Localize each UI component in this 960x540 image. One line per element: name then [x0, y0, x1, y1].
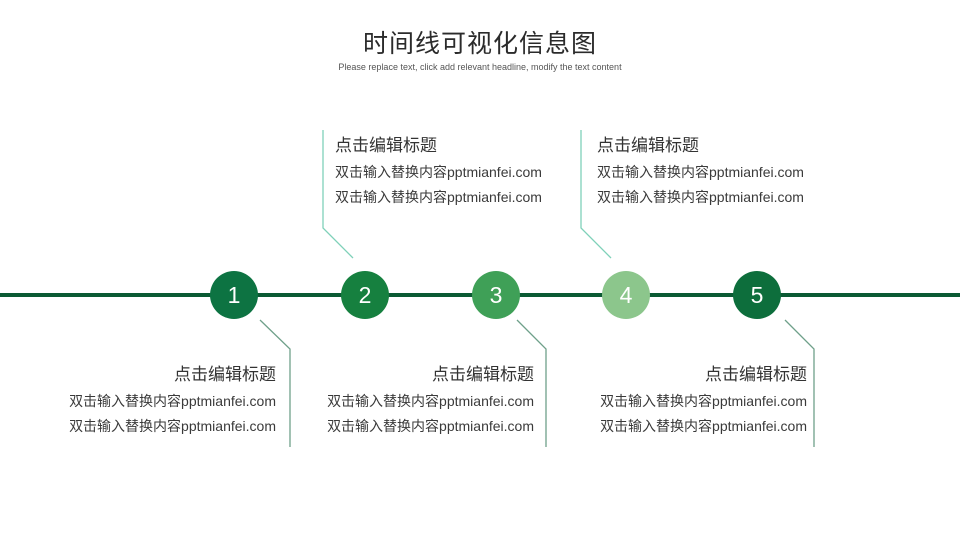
- connector-1: [259, 319, 291, 447]
- timeline-node-4[interactable]: 4: [602, 271, 650, 319]
- connector-2: [322, 130, 354, 259]
- connector-5: [784, 319, 815, 447]
- card-title[interactable]: 点击编辑标题: [174, 365, 276, 384]
- timeline-node-2[interactable]: 2: [341, 271, 389, 319]
- card-text[interactable]: 双击输入替换内容pptmianfei.com: [597, 164, 804, 180]
- timeline-card-2: 点击编辑标题 双击输入替换内容pptmianfei.com 双击输入替换内容pp…: [335, 134, 575, 210]
- page-subtitle: Please replace text, click add relevant …: [338, 62, 622, 72]
- card-text[interactable]: 双击输入替换内容pptmianfei.com: [335, 164, 542, 180]
- connector-3: [516, 319, 547, 447]
- timeline-card-1: 点击编辑标题 双击输入替换内容pptmianfei.com 双击输入替换内容pp…: [36, 363, 276, 439]
- card-title[interactable]: 点击编辑标题: [432, 365, 534, 384]
- card-text[interactable]: 双击输入替换内容pptmianfei.com: [600, 393, 807, 409]
- timeline-card-4: 点击编辑标题 双击输入替换内容pptmianfei.com 双击输入替换内容pp…: [597, 134, 837, 210]
- card-text[interactable]: 双击输入替换内容pptmianfei.com: [335, 189, 542, 205]
- connector-4: [580, 130, 612, 259]
- timeline-card-5: 点击编辑标题 双击输入替换内容pptmianfei.com 双击输入替换内容pp…: [567, 363, 807, 439]
- card-title[interactable]: 点击编辑标题: [705, 365, 807, 384]
- card-text[interactable]: 双击输入替换内容pptmianfei.com: [600, 418, 807, 434]
- card-title[interactable]: 点击编辑标题: [597, 136, 699, 155]
- card-text[interactable]: 双击输入替换内容pptmianfei.com: [327, 418, 534, 434]
- card-title[interactable]: 点击编辑标题: [335, 136, 437, 155]
- page-title: 时间线可视化信息图: [362, 30, 597, 58]
- timeline-card-3: 点击编辑标题 双击输入替换内容pptmianfei.com 双击输入替换内容pp…: [294, 363, 534, 439]
- card-text[interactable]: 双击输入替换内容pptmianfei.com: [597, 189, 804, 205]
- timeline-node-5[interactable]: 5: [733, 271, 781, 319]
- card-text[interactable]: 双击输入替换内容pptmianfei.com: [69, 393, 276, 409]
- card-text[interactable]: 双击输入替换内容pptmianfei.com: [69, 418, 276, 434]
- card-text[interactable]: 双击输入替换内容pptmianfei.com: [327, 393, 534, 409]
- timeline-node-1[interactable]: 1: [210, 271, 258, 319]
- timeline-node-3[interactable]: 3: [472, 271, 520, 319]
